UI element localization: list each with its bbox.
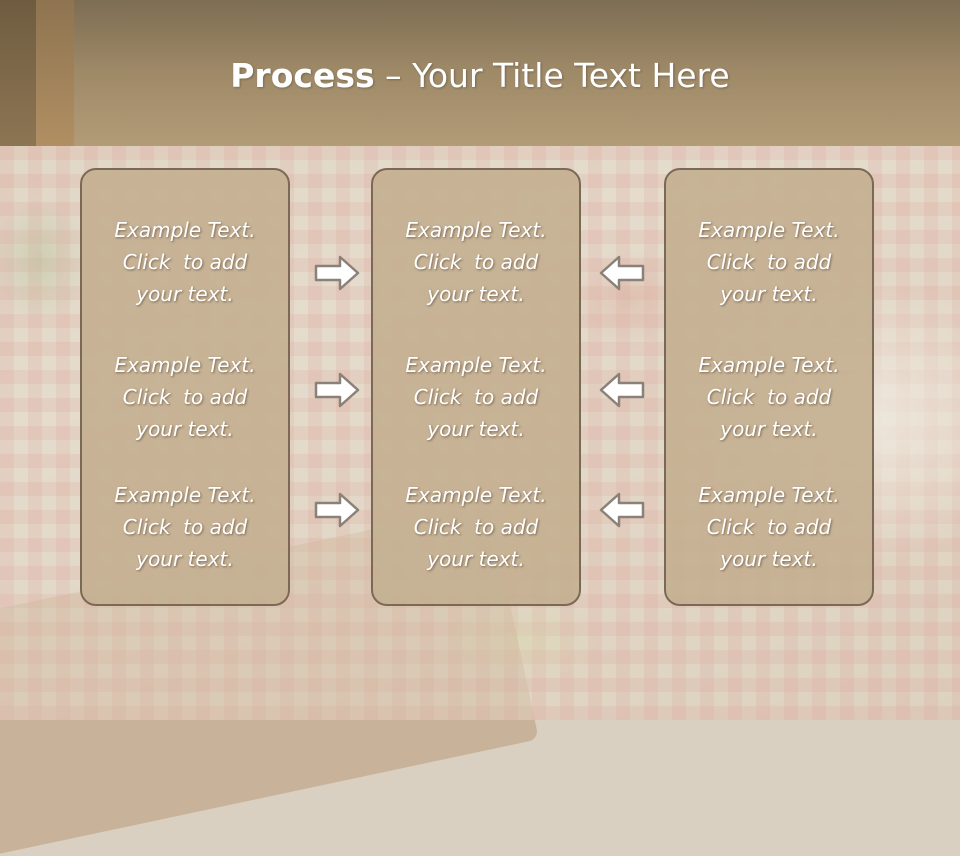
process-box-right[interactable]: Example Text. Click to add your text. Ex… xyxy=(664,168,874,606)
text-line: Example Text. xyxy=(405,353,547,377)
text-line: Click to add xyxy=(413,250,539,274)
text-line: your text. xyxy=(720,547,818,571)
process-box-middle[interactable]: Example Text. Click to add your text. Ex… xyxy=(371,168,581,606)
text-line: Example Text. xyxy=(114,353,256,377)
text-line: Click to add xyxy=(122,385,248,409)
text-line: Example Text. xyxy=(114,218,256,242)
text-placeholder[interactable]: Example Text. Click to add your text. xyxy=(82,214,288,310)
text-line: Click to add xyxy=(706,515,832,539)
text-line: Example Text. xyxy=(114,483,256,507)
arrow-right-icon xyxy=(312,253,362,293)
text-line: Click to add xyxy=(122,250,248,274)
header-band: Process – Your Title Text Here xyxy=(0,0,960,146)
text-line: your text. xyxy=(427,417,525,441)
process-box-left[interactable]: Example Text. Click to add your text. Ex… xyxy=(80,168,290,606)
text-placeholder[interactable]: Example Text. Click to add your text. xyxy=(373,214,579,310)
text-placeholder[interactable]: Example Text. Click to add your text. xyxy=(373,479,579,575)
header-strip-dark xyxy=(0,0,36,146)
text-line: Click to add xyxy=(706,385,832,409)
text-line: Click to add xyxy=(122,515,248,539)
arrow-left-icon xyxy=(597,253,647,293)
text-line: your text. xyxy=(720,417,818,441)
title-bold: Process xyxy=(230,56,375,95)
text-line: Click to add xyxy=(413,515,539,539)
text-line: Example Text. xyxy=(405,483,547,507)
arrow-right-icon xyxy=(312,370,362,410)
text-line: Example Text. xyxy=(698,218,840,242)
text-line: your text. xyxy=(427,282,525,306)
text-placeholder[interactable]: Example Text. Click to add your text. xyxy=(82,349,288,445)
text-placeholder[interactable]: Example Text. Click to add your text. xyxy=(666,479,872,575)
text-placeholder[interactable]: Example Text. Click to add your text. xyxy=(666,214,872,310)
text-placeholder[interactable]: Example Text. Click to add your text. xyxy=(666,349,872,445)
text-line: your text. xyxy=(720,282,818,306)
arrow-right-icon xyxy=(312,490,362,530)
title-rest: – Your Title Text Here xyxy=(374,56,730,95)
text-line: Example Text. xyxy=(698,483,840,507)
text-line: your text. xyxy=(427,547,525,571)
text-placeholder[interactable]: Example Text. Click to add your text. xyxy=(82,479,288,575)
text-line: Click to add xyxy=(706,250,832,274)
header-strip-light xyxy=(36,0,74,146)
text-line: your text. xyxy=(136,282,234,306)
text-line: Click to add xyxy=(413,385,539,409)
text-line: Example Text. xyxy=(405,218,547,242)
text-line: your text. xyxy=(136,547,234,571)
text-placeholder[interactable]: Example Text. Click to add your text. xyxy=(373,349,579,445)
arrow-left-icon xyxy=(597,490,647,530)
text-line: your text. xyxy=(136,417,234,441)
text-line: Example Text. xyxy=(698,353,840,377)
slide-title[interactable]: Process – Your Title Text Here xyxy=(0,52,960,100)
arrow-left-icon xyxy=(597,370,647,410)
